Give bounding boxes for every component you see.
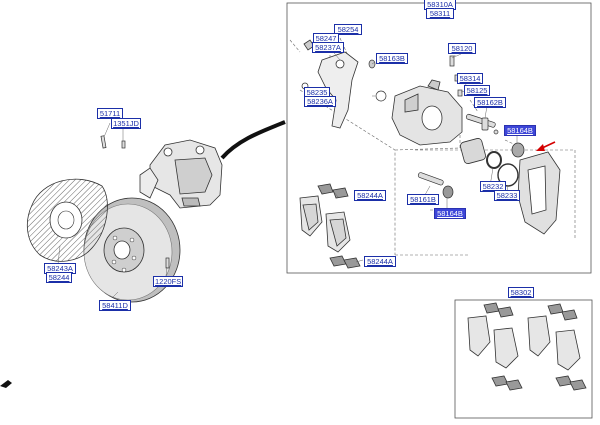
- part-label-58236a[interactable]: 58236A: [304, 96, 336, 107]
- part-label-58164b-lower-highlighted[interactable]: 58164B: [434, 208, 466, 219]
- caliper-body: [391, 79, 463, 146]
- part-label-58120[interactable]: 58120: [448, 43, 476, 54]
- guide-pins: [368, 55, 499, 199]
- part-label-58254[interactable]: 58254: [334, 24, 362, 35]
- piston-parts: [460, 138, 525, 187]
- part-label-58244a-upper[interactable]: 58244A: [354, 190, 386, 201]
- part-label-58125[interactable]: 58125: [464, 85, 490, 96]
- part-label-58237a[interactable]: 58237A: [312, 42, 344, 53]
- part-label-58311[interactable]: 58311: [426, 8, 454, 19]
- pad-kit-frame: [454, 299, 593, 419]
- part-label-58161b[interactable]: 58161B: [407, 194, 439, 205]
- guide-lines: [289, 37, 576, 256]
- dust-shield: [26, 178, 108, 262]
- part-label-51711[interactable]: 51711: [97, 108, 123, 119]
- part-label-58233[interactable]: 58233: [494, 190, 520, 201]
- part-label-1351jd[interactable]: 1351JD: [111, 118, 141, 129]
- part-label-58232[interactable]: 58232: [480, 181, 506, 192]
- part-label-58164b-highlighted[interactable]: 58164B: [504, 125, 536, 136]
- part-label-58411d[interactable]: 58411D: [99, 300, 131, 311]
- part-label-58302[interactable]: 58302: [508, 287, 534, 298]
- part-label-1220fs[interactable]: 1220FS: [153, 276, 183, 287]
- part-label-58244a-lower[interactable]: 58244A: [364, 256, 396, 267]
- parking-lever: [301, 39, 359, 129]
- caliper-assembly-left: [139, 139, 223, 209]
- part-label-58163b[interactable]: 58163B: [376, 53, 408, 64]
- part-label-58162b[interactable]: 58162B: [474, 97, 506, 108]
- direction-arrow-icon: [0, 380, 12, 388]
- red-arrow-icon: [536, 141, 556, 151]
- part-label-58314[interactable]: 58314: [457, 73, 483, 84]
- part-label-58244[interactable]: 58244: [46, 272, 72, 283]
- caliper-leader-curve: [220, 120, 286, 160]
- brake-pads-frame: [299, 183, 361, 269]
- carrier-bracket: [517, 151, 561, 235]
- hub-bolts: [100, 135, 170, 269]
- pad-kit-contents: [467, 302, 587, 391]
